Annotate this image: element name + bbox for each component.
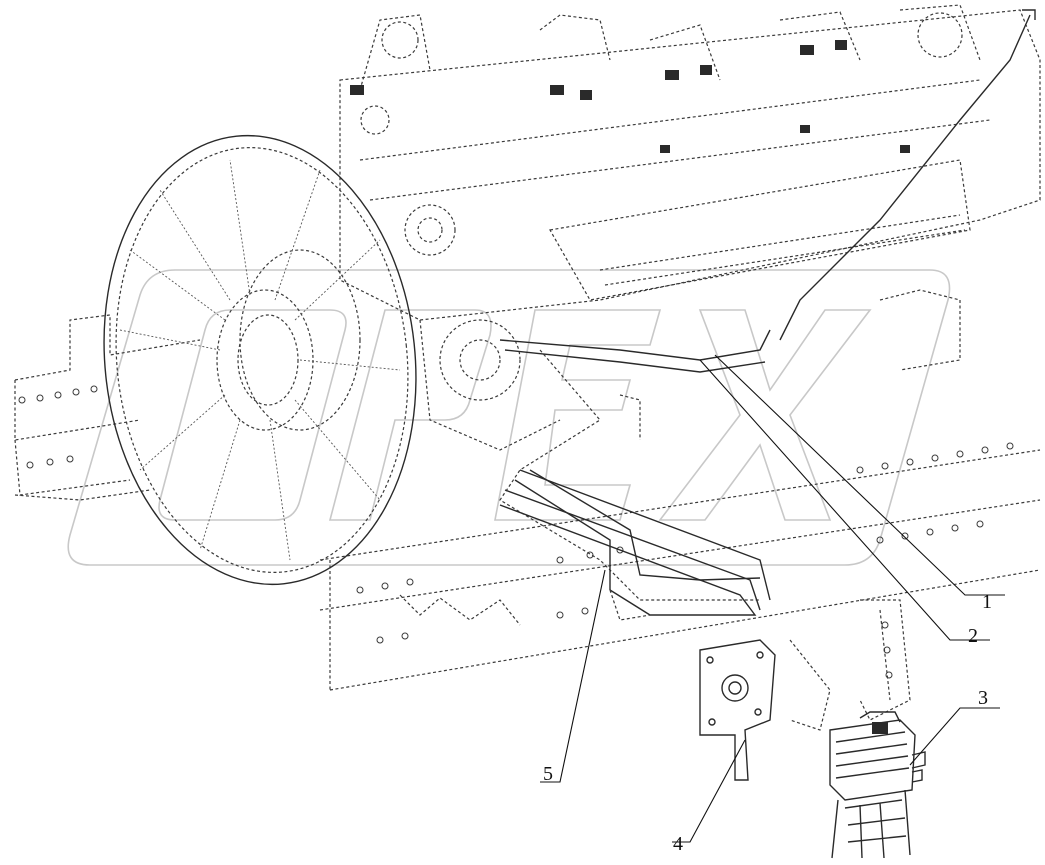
cooling-fan: [103, 134, 417, 586]
callout-label-2: 2: [968, 625, 978, 647]
watermark-logo: [67, 269, 951, 566]
pipe-bundle: [499, 329, 771, 621]
callout-label-1: 1: [982, 591, 992, 613]
dipstick-tube: [779, 9, 1036, 341]
engine-block: [339, 4, 1041, 451]
callout-label-4: 4: [673, 833, 683, 855]
mounting-bracket: [699, 639, 776, 781]
compressor-unit: [829, 711, 926, 859]
frame-cross-bracket: [789, 599, 911, 731]
callout-label-5: 5: [543, 763, 553, 785]
chassis-frame-right: [319, 442, 1041, 691]
callout-label-3: 3: [978, 687, 988, 709]
chassis-frame-left: [14, 314, 201, 501]
callout-leaders: [540, 354, 1005, 843]
